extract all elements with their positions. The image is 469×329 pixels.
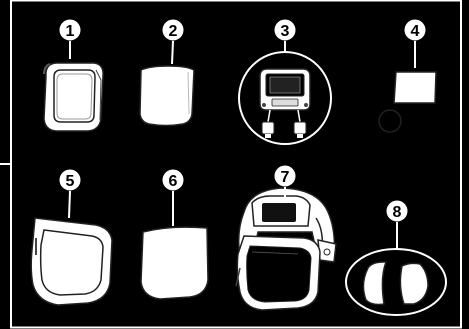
auto-darkening-filter-icon [260, 69, 310, 138]
decorative-ring [379, 110, 401, 132]
callout-leader-5 [69, 191, 70, 218]
inside-protection-plate-icon [394, 72, 436, 103]
part-4: 4 [379, 19, 436, 132]
outer-shield-frame-icon [44, 63, 103, 131]
part-7: 7 [236, 165, 336, 310]
callout-number-1: 1 [66, 23, 75, 40]
part-5: 5 [31, 169, 112, 305]
callout-number-2: 2 [169, 23, 178, 40]
callout-number-5: 5 [66, 173, 75, 190]
callout-number-3: 3 [281, 23, 290, 40]
visor-frame-icon [31, 218, 112, 305]
part-6: 6 [141, 169, 208, 299]
callout-number-7: 7 [281, 169, 290, 186]
welding-helmet-icon [236, 188, 336, 310]
side-windows-icon [363, 262, 428, 305]
visor-lens-icon [141, 227, 208, 299]
callout-number-4: 4 [411, 23, 420, 40]
part-1: 1 [44, 19, 103, 131]
callout-number-8: 8 [393, 204, 402, 221]
part-2: 2 [140, 19, 194, 126]
detail-ellipse-8 [346, 249, 446, 315]
callout-number-6: 6 [169, 173, 178, 190]
callout-leader-2 [172, 41, 173, 64]
part-8: 8 [346, 200, 446, 315]
outer-protection-plate-icon [140, 66, 194, 126]
part-3: 3 [239, 19, 331, 144]
